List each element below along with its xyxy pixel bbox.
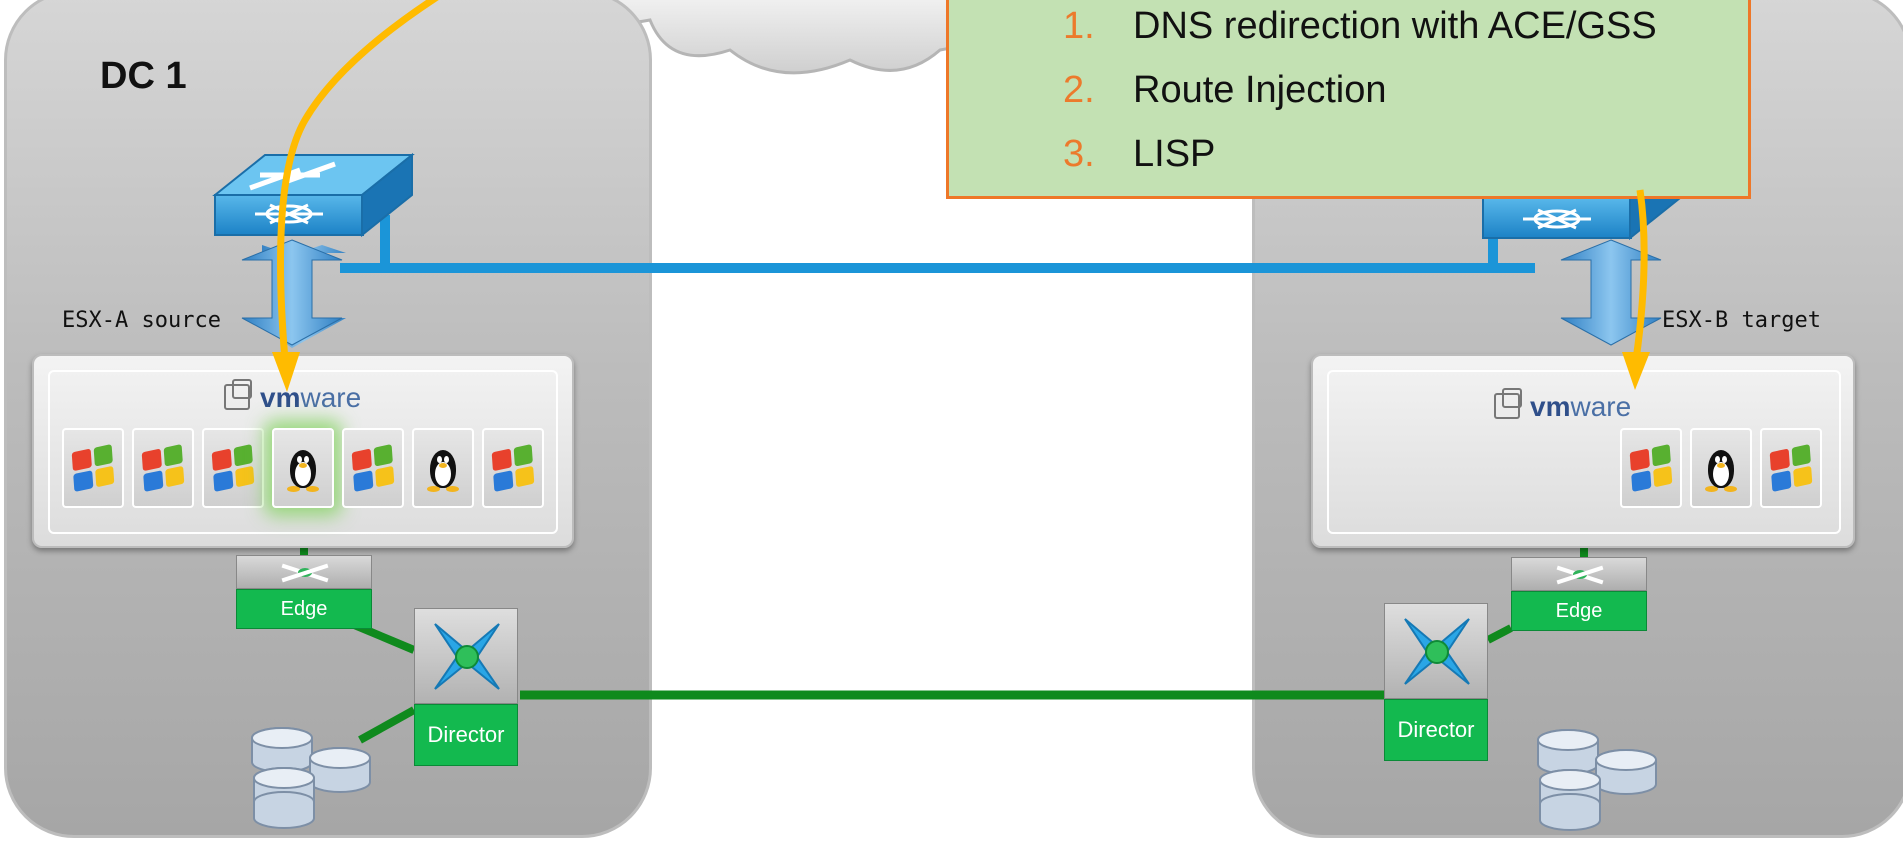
director-switch-icon: Director xyxy=(1384,603,1488,763)
database-icon xyxy=(251,727,371,829)
linux-vm xyxy=(1690,428,1752,508)
director-label: Director xyxy=(1384,699,1488,761)
windows-vm xyxy=(202,428,264,508)
edge-switch-icon: Edge xyxy=(1511,557,1647,631)
tux-icon xyxy=(286,444,320,492)
edge-label: Edge xyxy=(1511,591,1647,631)
vmware-logo-icon: vmware xyxy=(1494,388,1631,423)
tux-icon xyxy=(426,444,460,492)
edge-switch-icon: Edge xyxy=(236,555,372,629)
redirect-arrow-right xyxy=(1632,189,1648,361)
option-item-3: 3.LISP xyxy=(1063,133,1216,175)
windows-vm xyxy=(1760,428,1822,508)
windows-vm xyxy=(342,428,404,508)
vmware-logo-icon: vmware xyxy=(224,379,361,414)
redirection-options-box: 1.DNS redirection with ACE/GSS 2.Route I… xyxy=(946,0,1751,199)
db-to-director-left xyxy=(358,706,416,744)
arrowhead-left xyxy=(272,352,300,392)
edge-to-director-right xyxy=(1486,624,1513,644)
windows-vm xyxy=(482,428,544,508)
director-label: Director xyxy=(414,704,518,766)
esx-a-label: ESX-A source xyxy=(62,308,221,333)
tux-icon xyxy=(1704,444,1738,492)
dc1-label: DC 1 xyxy=(100,55,187,97)
linux-vm xyxy=(272,428,334,508)
esx-a-host-inner xyxy=(48,370,558,534)
database-icon xyxy=(1537,729,1657,831)
linux-vm xyxy=(412,428,474,508)
edge-label: Edge xyxy=(236,589,372,629)
windows-vm xyxy=(132,428,194,508)
arrowhead-right xyxy=(1622,352,1650,390)
windows-vm xyxy=(1620,428,1682,508)
esx-b-label: ESX-B target xyxy=(1662,308,1821,333)
windows-vm xyxy=(62,428,124,508)
option-item-1: 1.DNS redirection with ACE/GSS xyxy=(1063,5,1657,47)
redirect-arrow-left xyxy=(277,0,439,361)
option-item-2: 2.Route Injection xyxy=(1063,69,1387,111)
director-switch-icon: Director xyxy=(414,608,518,768)
esx-b-host-inner xyxy=(1327,370,1841,534)
lan-switch-icon xyxy=(212,152,415,238)
